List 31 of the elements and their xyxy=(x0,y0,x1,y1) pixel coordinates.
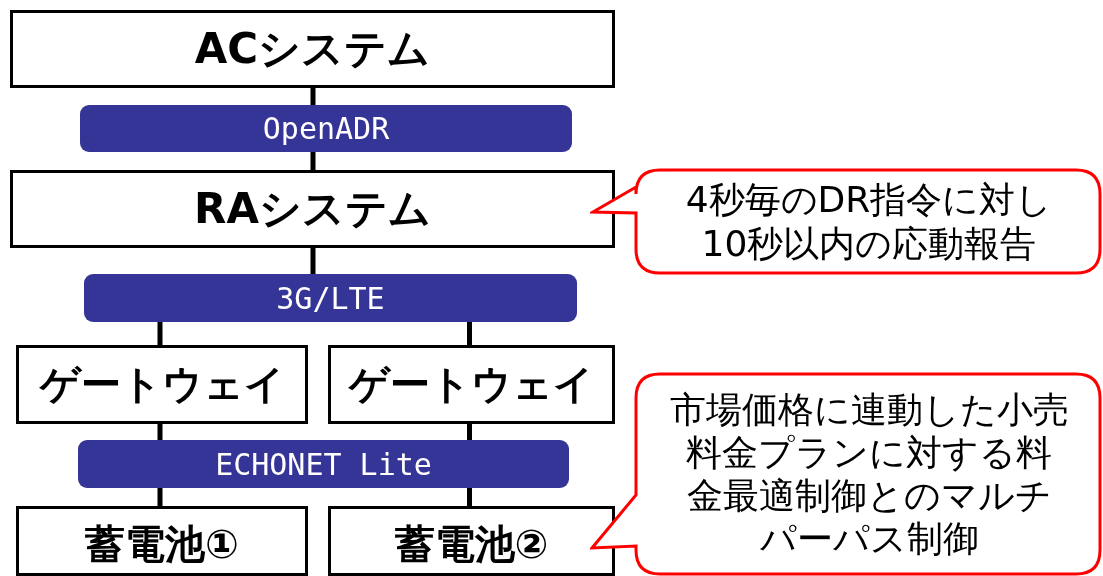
protocol-bar xyxy=(78,440,569,488)
connector-line xyxy=(157,488,163,506)
protocol-bar xyxy=(84,274,577,322)
connector-line xyxy=(467,424,472,440)
battery-box xyxy=(16,506,308,576)
callout-text: 4秒毎のDR指令に対し10秒以内の応動報告 xyxy=(684,178,1054,265)
connector-line xyxy=(310,88,316,105)
protocol-label: 3G/LTE xyxy=(276,280,385,316)
connector-line xyxy=(467,488,472,506)
box-label: 蓄電池① xyxy=(85,520,239,569)
connector-line xyxy=(157,424,163,440)
gateway-box xyxy=(328,345,615,424)
system-box xyxy=(10,10,615,88)
callout-text: 市場価格に連動した小売料金プランに対する料金最適制御とのマルチパーパス制御 xyxy=(669,387,1069,561)
system-box xyxy=(10,170,615,248)
battery-box xyxy=(328,506,615,576)
protocol-label: OpenADR xyxy=(262,111,390,146)
box-label: RAシステム xyxy=(194,183,431,235)
speech-bubble xyxy=(590,168,1102,275)
protocol-bar xyxy=(80,105,572,152)
protocol-label: ECHONET Lite xyxy=(215,446,432,482)
speech-bubble xyxy=(590,372,1102,576)
connector-line xyxy=(157,322,163,345)
box-label: ACシステム xyxy=(194,23,431,75)
box-label: ゲートウェイ xyxy=(39,360,285,409)
box-label: ゲートウェイ xyxy=(349,360,594,409)
box-label: 蓄電池② xyxy=(394,520,549,569)
gateway-box xyxy=(16,345,308,424)
connector-line xyxy=(467,322,472,345)
connector-line xyxy=(310,248,316,274)
connector-line xyxy=(310,152,316,170)
